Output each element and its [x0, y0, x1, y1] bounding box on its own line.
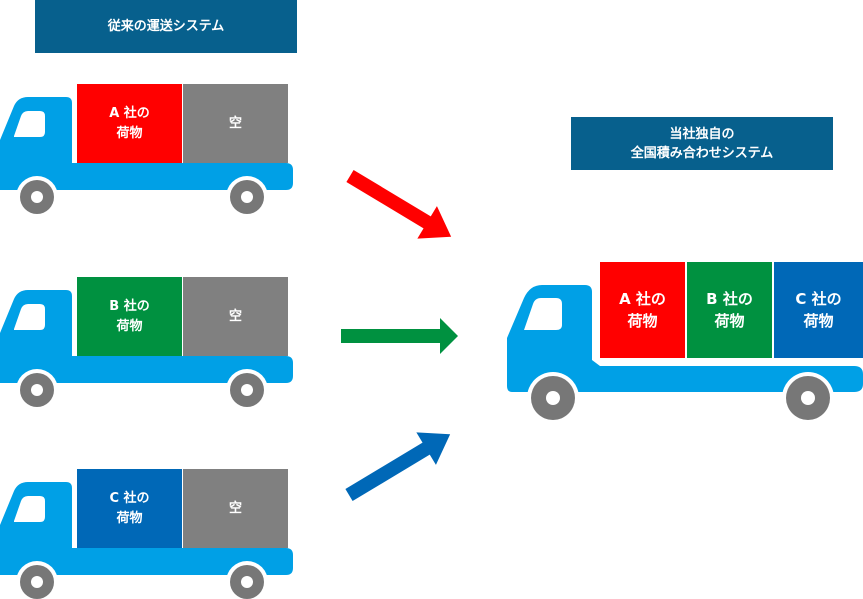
- cargo-label-c: C 社の 荷物: [77, 469, 182, 548]
- cargo-label-a: A 社の 荷物: [77, 84, 182, 163]
- empty-label-text: 空: [228, 115, 242, 131]
- cargo-label-b: B 社の 荷物: [77, 277, 182, 356]
- cargo-label-line1: C 社の: [109, 490, 150, 506]
- truck-icon-combined: [507, 262, 863, 424]
- truck-cab: [0, 97, 293, 190]
- empty-label: 空: [183, 469, 288, 548]
- truck-icon-c: [0, 469, 293, 599]
- cargo-label-line1: A 社の: [619, 290, 666, 308]
- conventional-system-title: 従来の運送システム: [35, 0, 297, 53]
- cargo-label-line1: C 社の: [795, 290, 842, 308]
- combined-cargo-label-b: B 社の 荷物: [687, 262, 772, 358]
- truck-window: [14, 111, 45, 137]
- truck-cab: [507, 285, 863, 392]
- cargo-label-line2: 荷物: [116, 510, 143, 526]
- truck-window: [524, 298, 562, 330]
- arrow-icon-red: [346, 169, 452, 239]
- cargo-box-b: [687, 262, 772, 358]
- combined-system-title-line1: 当社独自の: [669, 126, 735, 142]
- cargo-box-c: [77, 469, 182, 548]
- cargo-box-empty: [183, 277, 288, 356]
- empty-label: 空: [183, 277, 288, 356]
- empty-label-text: 空: [228, 308, 242, 324]
- cargo-label-line1: B 社の: [706, 290, 753, 308]
- cargo-box-a: [600, 262, 685, 358]
- cargo-label-line1: B 社の: [109, 298, 150, 314]
- conventional-system-title-text: 従来の運送システム: [107, 19, 225, 34]
- truck-cab: [0, 290, 293, 383]
- combined-system-title: 当社独自の 全国積み合わせシステム: [571, 117, 833, 170]
- cargo-box-empty: [183, 84, 288, 163]
- cargo-label-line2: 荷物: [116, 125, 143, 141]
- cargo-box-c: [774, 262, 863, 358]
- combined-cargo-label-a: A 社の 荷物: [600, 262, 685, 358]
- cargo-box-b: [77, 277, 182, 356]
- empty-label-text: 空: [228, 500, 242, 516]
- combined-system-title-line2: 全国積み合わせシステム: [630, 145, 774, 161]
- cargo-label-line2: 荷物: [627, 312, 658, 330]
- empty-label: 空: [183, 84, 288, 163]
- truck-cab: [0, 482, 293, 575]
- cargo-label-line2: 荷物: [714, 312, 745, 330]
- truck-icon-b: [0, 277, 293, 411]
- cargo-label-line2: 荷物: [803, 312, 834, 330]
- cargo-label-line1: A 社の: [109, 105, 150, 121]
- cargo-box-empty: [183, 469, 288, 548]
- combined-cargo-label-c: C 社の 荷物: [774, 262, 863, 358]
- truck-window: [14, 304, 45, 330]
- truck-window: [14, 496, 45, 522]
- cargo-label-line2: 荷物: [116, 318, 143, 334]
- arrow-icon-blue: [345, 432, 451, 502]
- arrow-icon-green: [341, 318, 458, 354]
- truck-icon-a: [0, 84, 293, 218]
- cargo-box-a: [77, 84, 182, 163]
